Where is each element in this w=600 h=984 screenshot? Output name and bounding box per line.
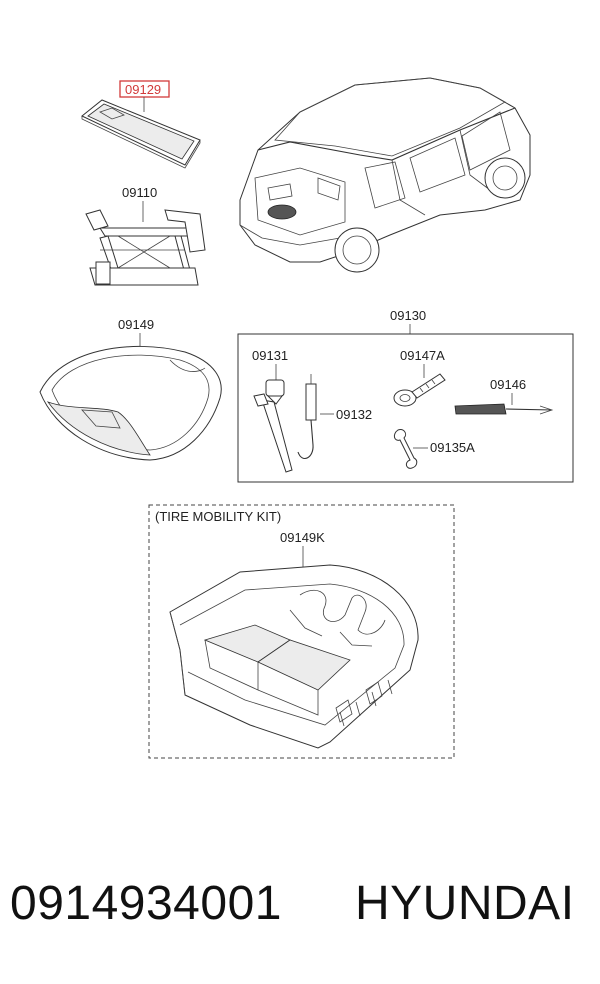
part-09129-luggage-board[interactable]: 09129 (81, 80, 201, 169)
toolkit-frame (237, 333, 574, 483)
highlight-box (119, 80, 170, 98)
label-09149K: 09149K (280, 530, 325, 545)
tire-mobility-kit-group: (TIRE MOBILITY KIT) 09149K (148, 504, 455, 759)
emblem (267, 204, 297, 220)
label-09147A: 09147A (400, 348, 445, 363)
part-09149-tray[interactable]: 09149 (39, 317, 222, 461)
part-09146-screwdriver[interactable]: 09146 (454, 377, 554, 415)
part-09135A-spanner[interactable]: 09135A (393, 429, 475, 469)
label-09131: 09131 (252, 348, 288, 363)
tool-kit-group: 09130 09131 09132 09147A (237, 308, 574, 483)
part-09147A-eye-bolt[interactable]: 09147A (393, 348, 446, 407)
label-09132: 09132 (336, 407, 372, 422)
label-09110: 09110 (122, 185, 157, 200)
label-09146: 09146 (490, 377, 526, 392)
vehicle-illustration (239, 77, 531, 273)
label-09149: 09149 (118, 317, 154, 332)
label-09130: 09130 (390, 308, 426, 323)
caption-part-number: 0914934001 (10, 877, 282, 930)
caption-brand: HYUNDAI (355, 877, 575, 930)
kit-dashed-frame (148, 504, 455, 759)
kit-title: (TIRE MOBILITY KIT) (155, 509, 281, 524)
part-09131-wheel-wrench[interactable]: 09131 (252, 348, 293, 473)
part-09132-towing-hook[interactable]: 09132 (297, 374, 372, 460)
part-09110-jack[interactable]: 09110 (85, 185, 206, 286)
label-09135A: 09135A (430, 440, 475, 455)
part-09149K-tray[interactable]: 09149K (169, 530, 419, 749)
label-09129: 09129 (125, 82, 161, 97)
